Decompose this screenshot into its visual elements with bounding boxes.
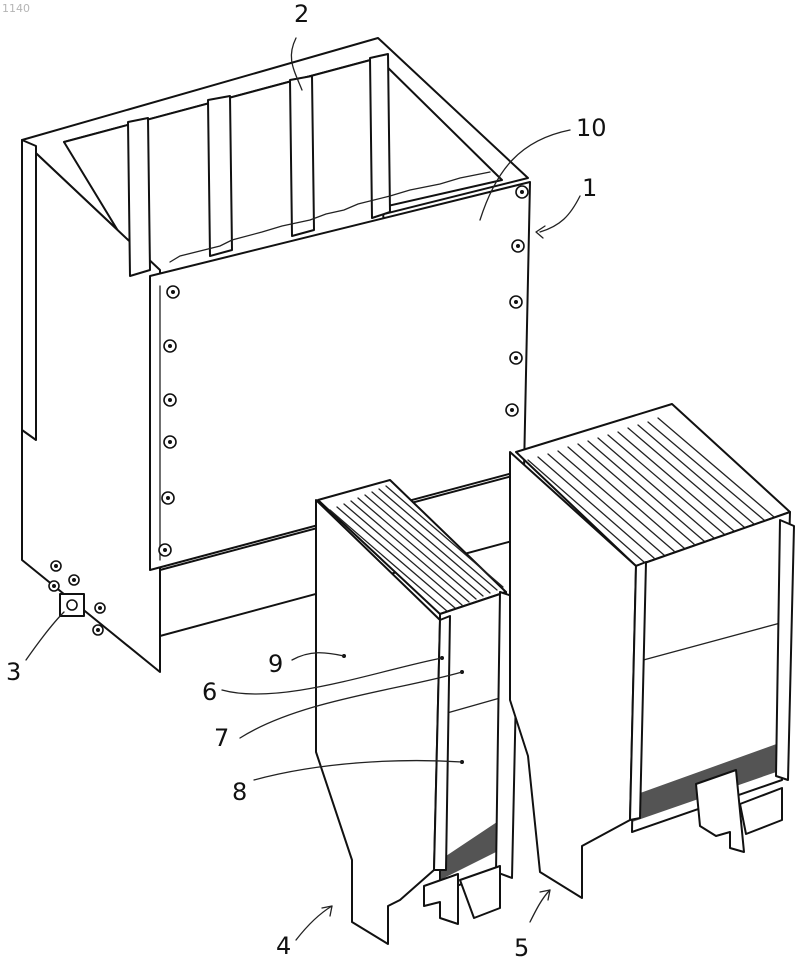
- label-10: 10: [576, 114, 607, 142]
- label-7: 7: [214, 724, 229, 752]
- cell-module-front: [316, 480, 518, 944]
- housing-left-flange: [22, 140, 36, 440]
- label-6: 6: [202, 678, 217, 706]
- module-foot-large: [696, 770, 744, 852]
- label-4: 4: [276, 932, 291, 960]
- cell-module-rear: [510, 404, 794, 898]
- rear-end-plate-large: [776, 520, 794, 780]
- label-1: 1: [582, 174, 597, 202]
- sheet-number: 1140: [2, 2, 30, 15]
- module-foot-rear-large: [740, 788, 782, 834]
- label-3: 3: [6, 658, 21, 686]
- label-8: 8: [232, 778, 247, 806]
- label-5: 5: [514, 934, 529, 962]
- label-9: 9: [268, 650, 283, 678]
- label-2: 2: [294, 0, 309, 28]
- module-foot: [424, 874, 458, 924]
